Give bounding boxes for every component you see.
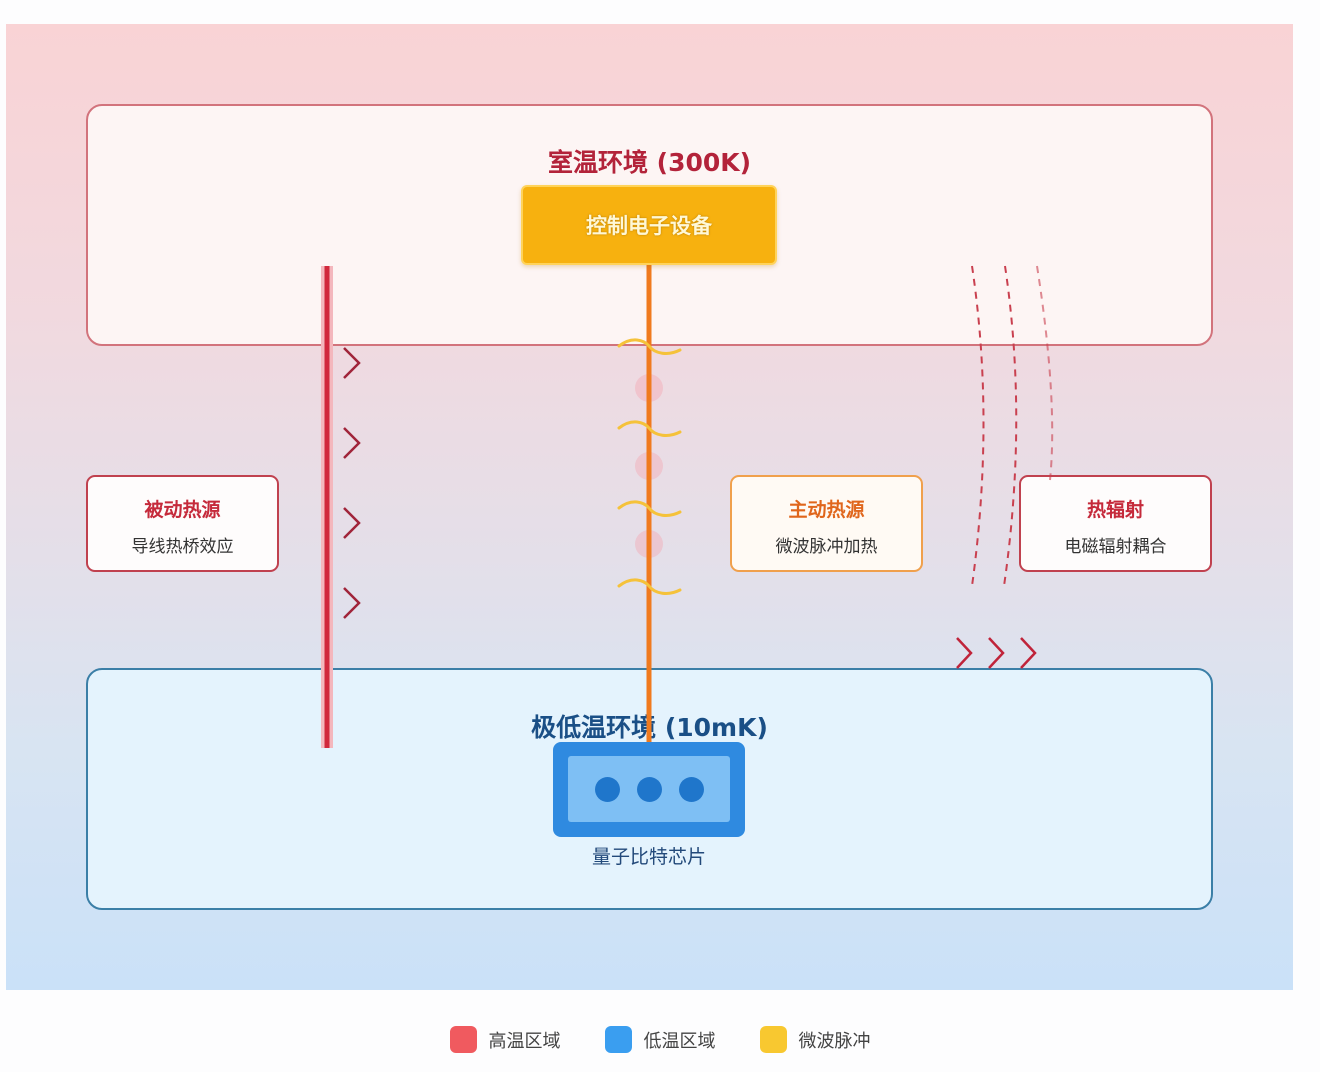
microwave-pulses (617, 338, 682, 595)
legend-swatch (604, 1026, 632, 1053)
legend-label: 高温区域 (488, 1030, 561, 1052)
qubit-chip (553, 742, 745, 837)
microwave-wave-icon (617, 500, 682, 517)
control-electronics-box: 控制电子设备 (521, 185, 777, 265)
microwave-wave-icon (617, 420, 682, 437)
qubit-chip-label: 量子比特芯片 (591, 846, 706, 868)
control-electronics-label: 控制电子设备 (586, 214, 712, 238)
qubit-dot (594, 776, 620, 802)
passive-heat-source-title: 被动热源 (144, 499, 221, 521)
chevron-icon (1020, 637, 1037, 669)
qubit-dot (678, 776, 704, 802)
microwave-wave-icon (617, 578, 682, 595)
passive-heat-source-subtitle: 导线热桥效应 (131, 537, 234, 557)
active-heat-source-subtitle: 微波脉冲加热 (775, 537, 878, 557)
room-temperature-title: 室温环境 (300K) (547, 148, 752, 177)
chevron-icon (343, 587, 361, 619)
active-heat-source-box: 主动热源 微波脉冲加热 (730, 475, 923, 572)
radiation-chevrons (956, 637, 1037, 669)
qubit-chip-inner (568, 756, 730, 822)
microwave-wave-icon (617, 338, 682, 355)
chevron-icon (343, 347, 361, 379)
radiation-wave (1036, 265, 1054, 481)
heat-flow-chevrons (343, 347, 361, 619)
radiation-heat-source-box: 热辐射 电磁辐射耦合 (1019, 475, 1212, 572)
radiation-waves (971, 265, 1054, 587)
legend-item-high-temp: 高温区域 (449, 1026, 561, 1053)
radiation-heat-source-subtitle: 电磁辐射耦合 (1064, 537, 1167, 557)
legend: 高温区域 低温区域 微波脉冲 (0, 1026, 1320, 1053)
legend-item-microwave: 微波脉冲 (759, 1026, 871, 1053)
legend-label: 微波脉冲 (798, 1030, 871, 1052)
radiation-heat-source-title: 热辐射 (1086, 499, 1144, 521)
chevron-icon (343, 507, 361, 539)
radiation-wave (1003, 265, 1018, 587)
active-heat-source-title: 主动热源 (788, 499, 865, 521)
radiation-wave (971, 265, 985, 587)
legend-swatch (759, 1026, 787, 1053)
chevron-icon (956, 637, 973, 669)
chevron-icon (343, 427, 361, 459)
passive-heat-source-box: 被动热源 导线热桥效应 (86, 475, 279, 572)
legend-item-low-temp: 低温区域 (604, 1026, 716, 1053)
chevron-icon (988, 637, 1005, 669)
legend-label: 低温区域 (643, 1030, 716, 1052)
qubit-dot (636, 776, 662, 802)
legend-swatch (449, 1026, 477, 1053)
